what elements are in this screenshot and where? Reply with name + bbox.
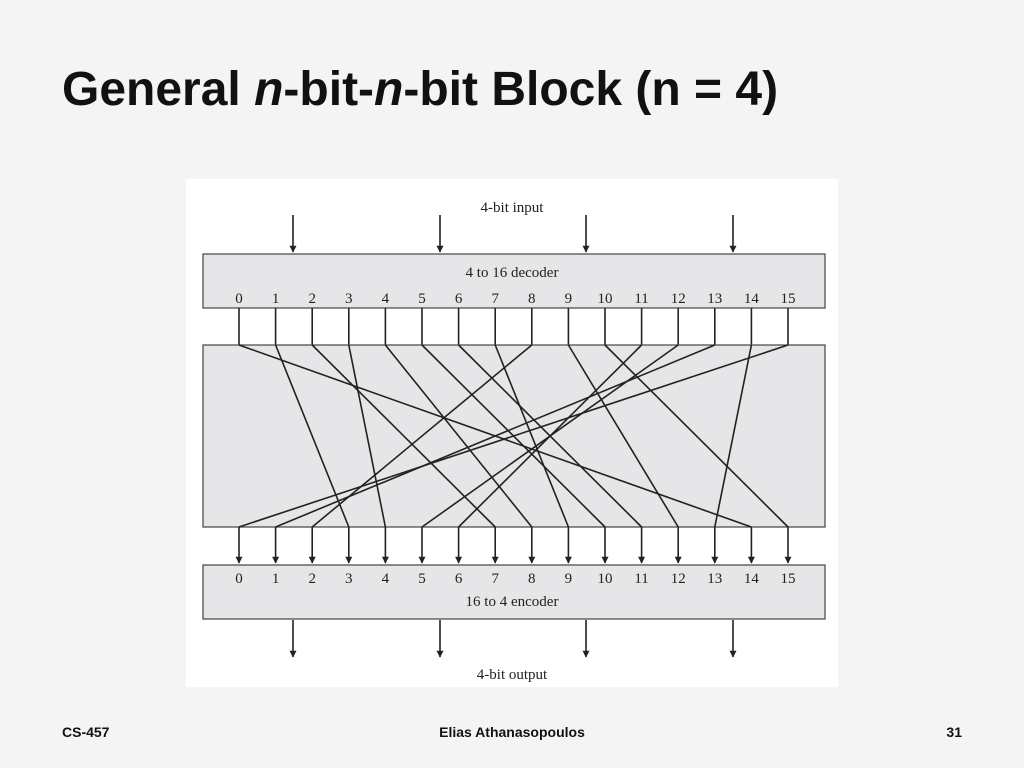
- decoder-port-12: 12: [671, 291, 686, 307]
- decoder-port-3: 3: [345, 291, 353, 307]
- encoder-port-12: 12: [671, 571, 686, 587]
- input-label: 4-bit input: [481, 200, 545, 216]
- decoder-port-9: 9: [565, 291, 573, 307]
- footer-page-number: 31: [946, 724, 962, 740]
- wire-12-to-5: [421, 344, 679, 528]
- decoder-port-10: 10: [598, 291, 613, 307]
- slide-title: General n-bit-n-bit Block (n = 4): [62, 62, 778, 117]
- footer-author: Elias Athanasopoulos: [439, 724, 585, 740]
- encoder-port-6: 6: [455, 571, 463, 587]
- decoder-port-7: 7: [491, 291, 499, 307]
- wire-14-to-13: [714, 344, 753, 528]
- encoder-port-10: 10: [598, 571, 613, 587]
- input-arrows: [289, 215, 737, 253]
- encoder-port-9: 9: [565, 571, 573, 587]
- wire-15-to-0: [238, 344, 789, 528]
- decoder-port-14: 14: [744, 291, 760, 307]
- encoder-port-8: 8: [528, 571, 536, 587]
- wire-3-to-4: [348, 344, 387, 528]
- encoder-port-1: 1: [272, 571, 280, 587]
- encoder-port-4: 4: [382, 571, 390, 587]
- decoder-port-11: 11: [634, 291, 648, 307]
- encoder-port-0: 0: [235, 571, 243, 587]
- decoder-port-5: 5: [418, 291, 426, 307]
- decoder-port-13: 13: [707, 291, 722, 307]
- encoder-port-14: 14: [744, 571, 760, 587]
- encoder-input-arrows: [235, 527, 792, 564]
- decoder-box: [202, 253, 826, 309]
- decoder-port-0: 0: [235, 291, 243, 307]
- wire-7-to-9: [494, 344, 570, 528]
- encoder-port-7: 7: [491, 571, 499, 587]
- decoder-port-6: 6: [455, 291, 463, 307]
- title-prefix: General: [62, 63, 255, 116]
- title-n-second: n: [374, 63, 404, 116]
- decoder-output-lines: [238, 308, 789, 345]
- encoder-port-3: 3: [345, 571, 353, 587]
- decoder-port-8: 8: [528, 291, 536, 307]
- output-label: 4-bit output: [477, 667, 548, 683]
- decoder-port-2: 2: [308, 291, 316, 307]
- footer-course: CS-457: [62, 724, 110, 740]
- output-arrows: [289, 620, 737, 658]
- wire-9-to-12: [567, 344, 679, 528]
- permutation-wires: [238, 344, 789, 528]
- decoder-port-15: 15: [781, 291, 796, 307]
- decoder-label: 4 to 16 decoder: [466, 265, 559, 281]
- encoder-port-2: 2: [308, 571, 316, 587]
- encoder-port-5: 5: [418, 571, 426, 587]
- decoder-port-1: 1: [272, 291, 280, 307]
- title-middle: -bit-: [283, 63, 375, 116]
- encoder-port-15: 15: [781, 571, 796, 587]
- encoder-label: 16 to 4 encoder: [466, 594, 559, 610]
- encoder-box: [202, 564, 826, 620]
- wire-13-to-1: [275, 344, 716, 528]
- encoder-port-13: 13: [707, 571, 722, 587]
- encoder-port-11: 11: [634, 571, 648, 587]
- decoder-port-4: 4: [382, 291, 390, 307]
- wire-4-to-8: [384, 344, 533, 528]
- title-n-first: n: [254, 63, 284, 116]
- title-suffix: -bit Block (n = 4): [403, 63, 779, 116]
- wire-1-to-3: [274, 344, 350, 528]
